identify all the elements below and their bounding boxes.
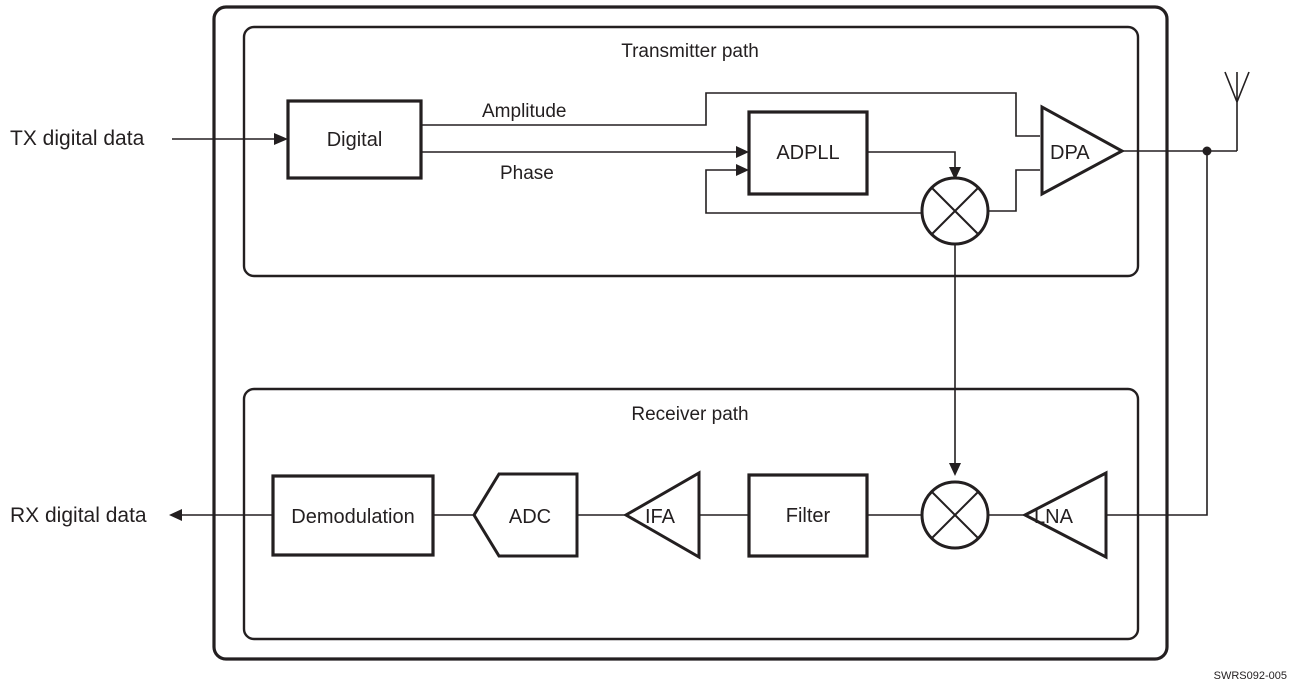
tx-input-arrow [274,133,288,145]
amplitude-wire [422,92,1040,137]
demodulation-label: Demodulation [291,506,414,528]
tx-digital-data-label: TX digital data [10,127,145,150]
adpll-label: ADPLL [776,142,839,164]
filter-block [747,473,869,558]
phase-label: Phase [500,163,554,184]
lna-amplifier [1021,470,1108,560]
antenna-to-lna-wire [1104,151,1208,516]
digital-block [286,99,423,180]
feedback-loop-wire [705,169,926,214]
amplitude-label: Amplitude [482,101,567,122]
receiver-path-title: Receiver path [631,404,748,425]
ifa-amplifier [622,470,701,560]
feedback-loop-arrow [736,164,749,176]
antenna-icon [1224,71,1250,151]
digital-label: Digital [327,129,383,151]
adpll-to-mixer-wire [867,151,956,168]
figure-id: SWRS092-005 [1214,670,1287,682]
dpa-label: DPA [1050,142,1090,164]
receiver-path-frame [242,387,1140,641]
device-frame [212,5,1169,661]
adc-label: ADC [509,506,551,528]
rx-mixer-cross-b [931,491,979,539]
dpa-amplifier [1040,104,1126,197]
adpll-block [747,110,869,196]
ifa-label: IFA [645,506,676,528]
adpll-to-mixer-arrow [949,167,961,180]
tx-mixer-cross-b [931,187,979,235]
adc-block [472,472,579,558]
phase-arrow [736,146,749,158]
rx-output-arrow [169,509,182,521]
lna-label: LNA [1034,506,1074,528]
rx-digital-data-label: RX digital data [10,504,147,527]
transmitter-path-title: Transmitter path [621,41,759,62]
demodulation-block [271,474,435,557]
mixer-to-dpa-wire [988,169,1040,212]
filter-label: Filter [786,505,831,527]
lo-distribution-arrow [949,463,961,476]
